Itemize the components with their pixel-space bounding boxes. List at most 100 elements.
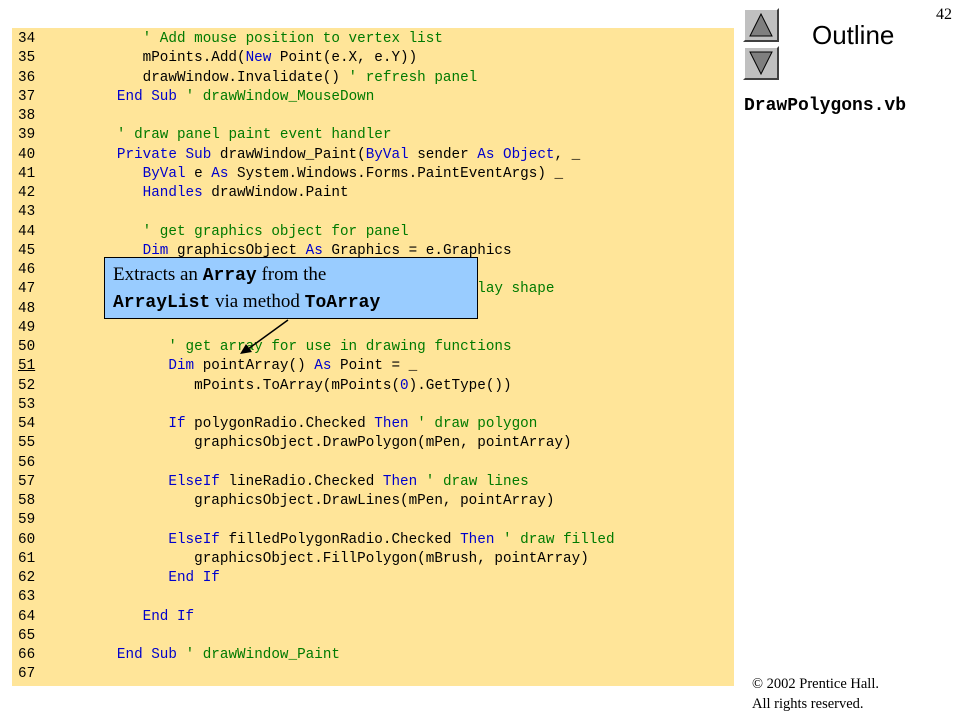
code-segment: graphicsObject.FillPolygon(mBrush, point…: [74, 550, 589, 567]
code-text: graphicsObject.FillPolygon(mBrush, point…: [74, 550, 589, 569]
code-segment: [74, 31, 143, 47]
line-number: 41: [18, 165, 36, 182]
code-segment: [494, 147, 503, 163]
code-segment: drawWindow.Invalidate(): [74, 69, 349, 86]
code-keyword: End If: [168, 570, 220, 586]
line-number: 36: [18, 69, 36, 86]
line-number: 50: [18, 339, 36, 355]
line-number: 34: [18, 31, 36, 47]
line-number: 37: [18, 88, 36, 105]
code-keyword: End Sub: [116, 647, 177, 663]
code-text: Private Sub drawWindow_Paint(ByVal sende…: [74, 146, 580, 165]
code-segment: drawWindow.Paint: [202, 185, 349, 201]
outline-label: Outline: [812, 20, 895, 50]
code-segment: graphicsObject: [168, 242, 306, 259]
code-keyword: If: [168, 416, 186, 432]
code-segment: [74, 166, 143, 182]
line-number: 49: [18, 319, 36, 336]
line-number: 47: [18, 281, 36, 298]
line-number: 64: [18, 608, 36, 625]
code-keyword: End If: [142, 608, 195, 625]
code-comment: ' draw panel paint event handler: [116, 127, 392, 144]
line-number: 42: [18, 185, 36, 201]
code-text: mPoints.ToArray(mPoints(0).GetType()): [74, 377, 511, 396]
line-number: 51: [18, 358, 36, 375]
callout-text-1: Extracts an: [113, 264, 203, 285]
code-segment: [74, 358, 168, 374]
code-segment: [74, 416, 168, 432]
code-keyword: 0: [400, 377, 409, 394]
code-segment: [74, 339, 168, 355]
code-keyword: As: [305, 242, 323, 259]
code-keyword: ElseIf: [168, 531, 220, 548]
up-arrow-icon: [749, 13, 773, 37]
copyright-line-2: All rights reserved.: [752, 696, 864, 712]
code-comment: ' draw polygon: [417, 416, 538, 432]
line-number: 54: [18, 416, 36, 432]
copyright-notice: © 2002 Prentice Hall. All rights reserve…: [752, 674, 879, 714]
code-segment: graphicsObject.DrawPolygon(mPen, pointAr…: [74, 435, 572, 452]
code-text: End If: [74, 569, 220, 588]
code-segment: pointArray(): [194, 358, 315, 375]
code-segment: Point = _: [331, 358, 418, 375]
code-segment: sender: [408, 146, 478, 163]
code-segment: [74, 127, 117, 143]
code-keyword: As: [314, 358, 332, 375]
code-comment: ' Add mouse position to vertex list: [142, 31, 443, 47]
code-segment: mPoints.Add(: [74, 50, 246, 67]
code-segment: [74, 185, 143, 201]
code-keyword: Dim: [168, 358, 195, 375]
code-text: If polygonRadio.Checked Then ' draw poly…: [74, 415, 537, 434]
code-segment: [74, 647, 117, 663]
code-segment: [494, 532, 503, 548]
code-text: End Sub ' drawWindow_Paint: [74, 646, 340, 665]
code-keyword: ByVal: [365, 146, 409, 163]
code-keyword: ElseIf: [168, 473, 220, 490]
code-keyword: Private Sub: [116, 146, 212, 163]
line-number: 61: [18, 550, 36, 567]
code-segment: e: [185, 165, 212, 182]
code-text: End Sub ' drawWindow_MouseDown: [74, 88, 374, 107]
line-number: 63: [18, 589, 36, 606]
code-segment: drawWindow_Paint(: [211, 146, 366, 163]
code-text: Handles drawWindow.Paint: [74, 184, 349, 203]
code-segment: [74, 224, 143, 240]
file-name: DrawPolygons.vb: [744, 96, 907, 116]
previous-slide-button[interactable]: [743, 8, 779, 42]
code-segment: [417, 474, 426, 490]
code-text: mPoints.Add(New Point(e.X, e.Y)): [74, 49, 418, 68]
line-number: 66: [18, 647, 36, 663]
page-number: 42: [936, 6, 952, 23]
line-number: 67: [18, 666, 36, 683]
code-text: ' get graphics object for panel: [74, 223, 409, 242]
callout-code-toarray: ToArray: [304, 293, 381, 313]
code-segment: Point(e.X, e.Y)): [271, 50, 418, 67]
code-keyword: New: [245, 50, 272, 67]
line-number: 62: [18, 570, 36, 586]
code-text: ' Add mouse position to vertex list: [74, 30, 443, 49]
line-number: 35: [18, 50, 36, 67]
code-segment: polygonRadio.Checked: [185, 416, 375, 432]
code-segment: System.Windows.Forms.PaintEventArgs) _: [228, 165, 564, 182]
line-number: 44: [18, 223, 36, 240]
code-listing-panel: 34 ' Add mouse position to vertex list 35…: [12, 28, 734, 686]
callout-text-2: from the: [256, 264, 327, 285]
callout-text-3: via method: [210, 291, 305, 312]
code-keyword: Handles: [142, 185, 203, 201]
code-comment: ' get graphics object for panel: [142, 223, 409, 240]
code-keyword: ByVal: [142, 165, 186, 182]
code-text: ' get array for use in drawing functions: [74, 338, 511, 357]
line-number: 46: [18, 262, 36, 278]
code-text: ElseIf lineRadio.Checked Then ' draw lin…: [74, 473, 528, 492]
code-keyword: As: [477, 146, 495, 163]
code-segment: [74, 147, 117, 163]
line-number: 43: [18, 204, 36, 221]
line-number: 40: [18, 146, 36, 163]
code-comment: ' drawWindow_MouseDown: [185, 88, 375, 105]
code-segment: [74, 474, 168, 490]
line-number: 48: [18, 300, 36, 317]
code-text: ElseIf filledPolygonRadio.Checked Then '…: [74, 531, 614, 550]
line-number: 56: [18, 454, 36, 471]
next-slide-button[interactable]: [743, 46, 779, 80]
